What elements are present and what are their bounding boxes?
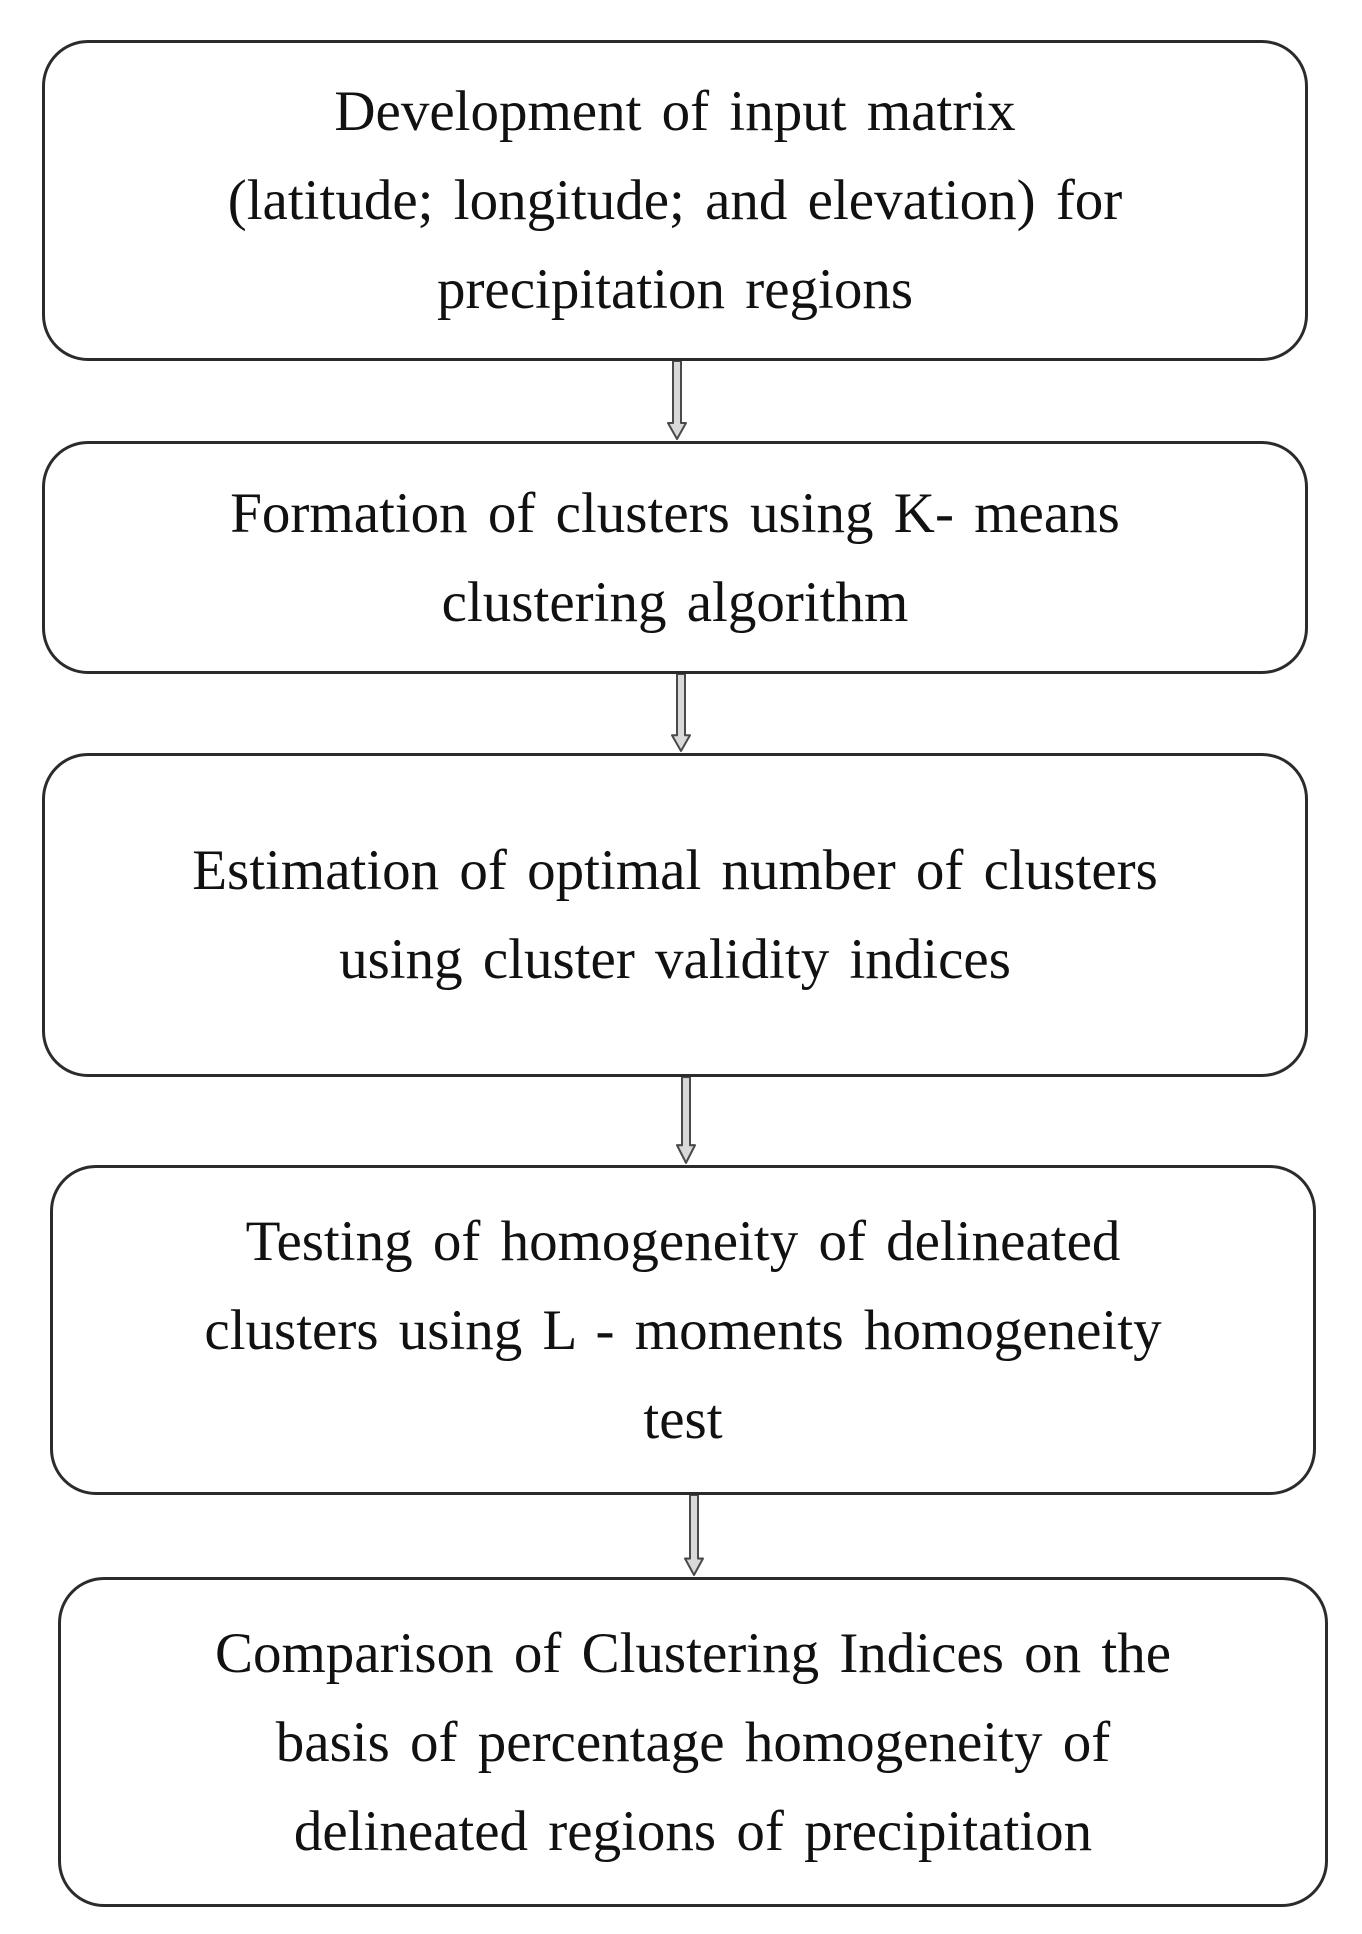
- step-text-line: basis of percentage homogeneity of: [275, 1710, 1111, 1774]
- step-text-line: delineated regions of precipitation: [293, 1799, 1093, 1863]
- down-arrow-icon: [671, 674, 691, 753]
- down-arrow-icon: [676, 1077, 696, 1164]
- down-arrow-icon: [667, 361, 687, 440]
- step-box-homogeneity-test: Testing of homogeneity of delineated clu…: [50, 1165, 1316, 1495]
- step-box-input-matrix: Development of input matrix (latitude; l…: [42, 40, 1308, 361]
- step-text-line: Testing of homogeneity of delineated: [245, 1209, 1121, 1273]
- step-text-line: (latitude; longitude; and elevation) for: [227, 169, 1123, 232]
- step-box-comparison-indices: Comparison of Clustering Indices on the …: [58, 1577, 1328, 1907]
- step-text-line: using cluster validity indices: [339, 928, 1011, 991]
- step-box-kmeans-clustering: Formation of clusters using K- means clu…: [42, 441, 1308, 674]
- step-text-line: precipitation regions: [436, 258, 914, 321]
- step-text-line: test: [643, 1387, 723, 1451]
- step-text-line: Estimation of optimal number of clusters: [192, 839, 1158, 902]
- step-text-line: Comparison of Clustering Indices on the: [214, 1621, 1172, 1685]
- step-text-line: Development of input matrix: [334, 80, 1016, 143]
- step-text-line: clustering algorithm: [441, 570, 909, 634]
- step-text-line: clusters using L - moments homogeneity: [204, 1298, 1162, 1362]
- step-box-optimal-clusters: Estimation of optimal number of clusters…: [42, 753, 1308, 1077]
- step-text-line: Formation of clusters using K- means: [230, 481, 1120, 545]
- down-arrow-icon: [684, 1495, 704, 1576]
